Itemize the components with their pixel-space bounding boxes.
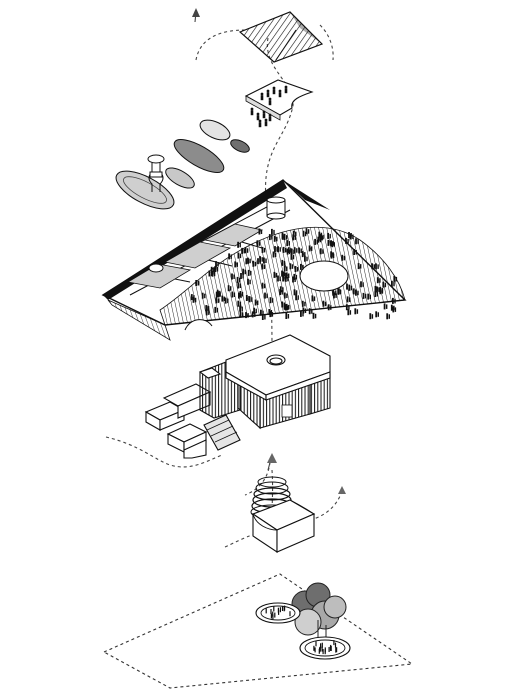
tree-icon <box>272 611 274 617</box>
roof-opening <box>299 260 349 292</box>
tree-icon <box>354 308 359 315</box>
tree-icon <box>273 606 275 612</box>
sculpture <box>147 154 165 192</box>
tree-icon <box>321 646 323 652</box>
tree-icon <box>272 614 274 620</box>
tree-icon <box>313 645 315 651</box>
tree-icon <box>328 647 330 652</box>
tree-icon <box>318 648 320 654</box>
tree-icon <box>283 606 285 612</box>
roof-cap-hatched <box>238 11 324 63</box>
tree-icon <box>330 646 332 651</box>
tree-icon <box>265 608 267 614</box>
arrow-up-icon <box>267 453 277 463</box>
tree-icon <box>322 649 324 655</box>
tree-icon <box>312 312 317 319</box>
tree-icon <box>274 612 276 618</box>
landscaped-roof <box>101 179 407 341</box>
site-plan <box>102 573 414 689</box>
floating-pads <box>115 119 250 210</box>
tree-icon <box>319 646 321 652</box>
tree-icon <box>285 313 290 319</box>
tree-icon <box>369 313 374 320</box>
tree-icon <box>386 313 390 320</box>
tree-icon <box>333 640 335 646</box>
tree-icon <box>270 609 272 614</box>
arrow-up-icon <box>338 486 346 494</box>
tree-icon <box>347 309 352 316</box>
tree-icon <box>289 611 291 617</box>
tree-icon <box>277 607 279 613</box>
tree-icon <box>324 649 326 655</box>
tree-icon <box>329 645 332 651</box>
tree-icon <box>335 647 337 653</box>
tree-icon <box>315 641 317 647</box>
small-platform-with-figures <box>244 79 314 128</box>
roof-cylinder <box>266 196 286 220</box>
tree-icon <box>321 642 323 648</box>
spiral-core <box>250 476 316 554</box>
tree-icon <box>281 606 284 611</box>
tree-icon <box>334 642 337 648</box>
roof-opening <box>148 263 164 273</box>
tree-icon <box>336 647 338 653</box>
tree-icon <box>383 303 388 310</box>
arrow-up-icon <box>192 8 200 17</box>
tree-icon <box>375 311 379 318</box>
tree-icon <box>279 607 281 613</box>
building-volume <box>144 334 331 459</box>
tree-icon <box>270 613 272 619</box>
tree-icon <box>320 643 322 649</box>
tree-icon <box>314 647 316 653</box>
